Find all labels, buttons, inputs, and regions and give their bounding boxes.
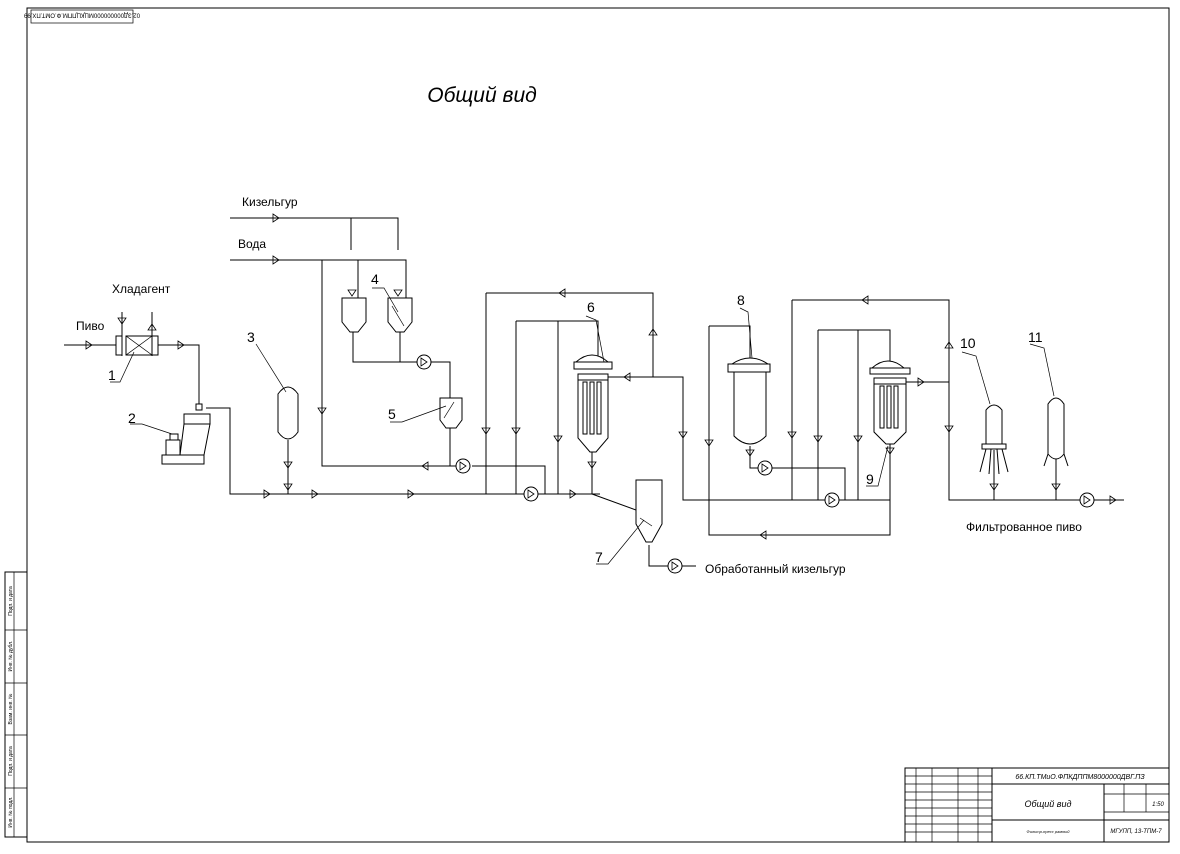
candle-filter-primary xyxy=(573,354,613,462)
pump xyxy=(1079,492,1095,508)
title-block-name: Общий вид xyxy=(1025,799,1072,809)
equipment-number: 9 xyxy=(866,471,874,487)
drawing-frame xyxy=(26,7,1170,843)
kieselguhr-separator xyxy=(635,479,663,543)
stream-label-water: Вода xyxy=(238,237,266,251)
pump xyxy=(824,492,840,508)
corner-stamp-box xyxy=(30,9,134,24)
pump xyxy=(757,460,773,476)
side-stamp-label: Инв. № подл. xyxy=(8,796,14,827)
equipment-number: 1 xyxy=(108,367,116,383)
title-block-organization: МГУПП, 13-ТПМ-7 xyxy=(1110,829,1162,835)
heat-exchanger xyxy=(115,335,159,356)
equipment-number: 4 xyxy=(371,271,379,287)
drawing-title: Общий вид xyxy=(427,84,536,107)
buffer-tank xyxy=(277,386,299,440)
equipment-number: 11 xyxy=(1028,329,1043,345)
stream-label-beer: Пиво xyxy=(76,319,105,333)
separator xyxy=(161,403,211,465)
trap-filter xyxy=(979,404,1009,475)
flow-arrows xyxy=(85,213,1117,540)
document-code: 66.КП.ТМиО.ФПКДППМ8000000ДВГ.ПЗ xyxy=(1015,774,1145,781)
stream-label-spent-kieselguhr: Обработанный кизельгур xyxy=(705,562,846,576)
mixing-vessel xyxy=(439,397,463,429)
stream-label-coolant: Хладагент xyxy=(112,282,171,296)
equipment-number: 2 xyxy=(128,410,136,426)
side-stamp: Подп. и дата Инв. № дубл. Взам. инв. № П… xyxy=(4,571,28,838)
pipelines xyxy=(64,217,1124,567)
dosing-hoppers xyxy=(341,297,413,333)
pump xyxy=(455,458,471,474)
side-stamp-label: Взам. инв. № xyxy=(8,694,14,725)
sterile-filter xyxy=(1043,397,1069,467)
pump xyxy=(667,558,683,574)
pump xyxy=(523,486,539,502)
stream-label-filtered-beer: Фильтрованное пиво xyxy=(966,520,1082,534)
stream-label-kieselguhr: Кизельгур xyxy=(242,195,298,209)
filter-housing xyxy=(727,357,771,445)
side-stamp-label: Инв. № дубл. xyxy=(8,641,14,672)
pumps xyxy=(416,354,1095,574)
leader-lines xyxy=(110,287,1055,565)
pump xyxy=(416,354,432,370)
corner-stamp: 02.ЗД000000000МЦКЦППМ.Ф.ОМТ.ПХ.99 xyxy=(23,12,140,18)
equipment-number: 7 xyxy=(595,549,603,565)
equipment-numbers: 1 2 3 4 5 6 7 8 9 10 11 xyxy=(108,271,1043,565)
candle-filter-secondary xyxy=(869,360,911,445)
title-block: 66.КП.ТМиО.ФПКДППМ8000000ДВГ.ПЗ Общий ви… xyxy=(904,767,1170,843)
equipment-number: 8 xyxy=(737,292,745,308)
equipment-number: 6 xyxy=(587,299,595,315)
side-stamp-label: Подп. и дата xyxy=(8,586,14,616)
title-block-subtitle: Фильтр-пресс рамный xyxy=(1027,829,1071,834)
equipment-number: 3 xyxy=(247,329,255,345)
title-block-scale: 1:50 xyxy=(1152,802,1164,808)
equipment-number: 10 xyxy=(960,335,976,351)
equipment-number: 5 xyxy=(388,406,396,422)
side-stamp-label: Подп. и дата xyxy=(8,746,14,776)
